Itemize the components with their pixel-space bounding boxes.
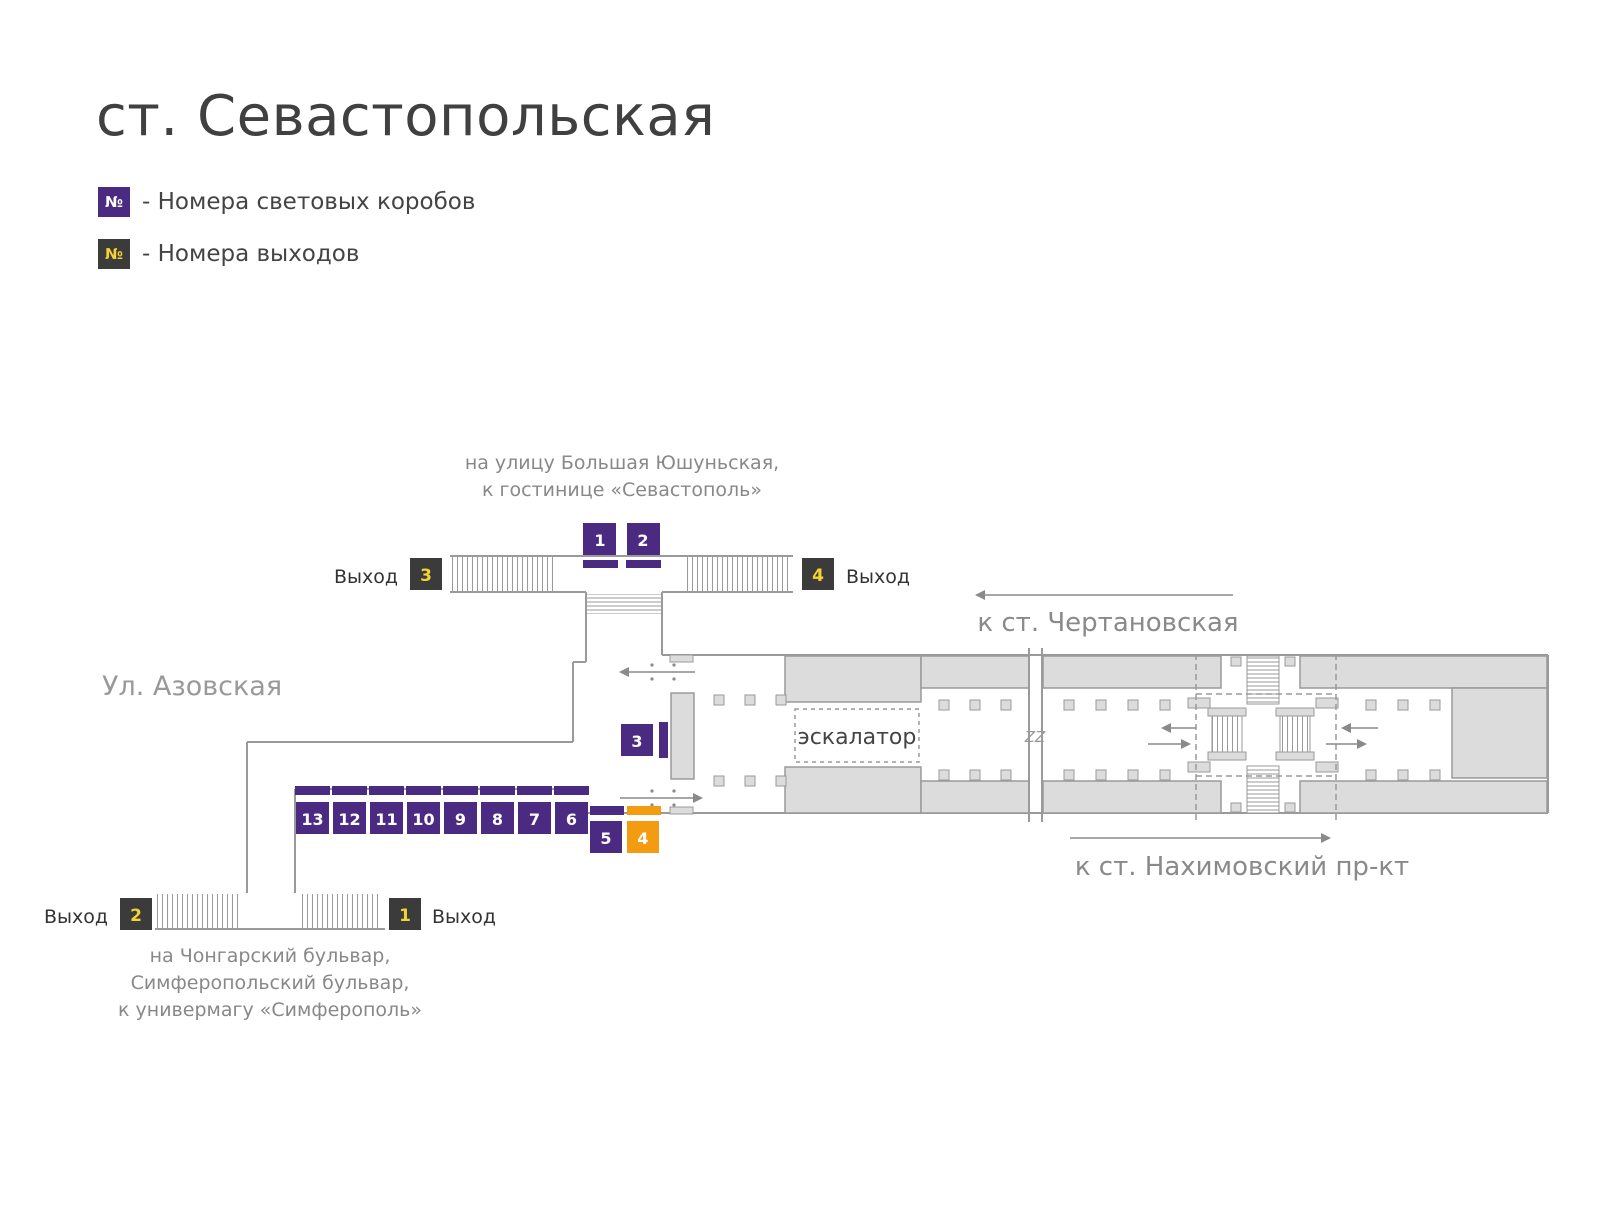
lightbox-bottom-number: 11 xyxy=(375,810,397,829)
lightbox-bottom-number: 12 xyxy=(338,810,360,829)
exit-1-number: 1 xyxy=(399,906,411,926)
lightbox-bottom-number: 10 xyxy=(412,810,434,829)
lightbox-lower-4-highlighted[interactable]: 4 xyxy=(627,806,661,853)
gap-mark: ZZ xyxy=(1024,728,1046,746)
bottom-destination-line2: Симферопольский бульвар, xyxy=(131,972,410,994)
platform-hall xyxy=(586,648,1549,822)
lightbox-top-2[interactable]: 2 xyxy=(626,523,661,568)
flow-dots xyxy=(650,663,676,807)
stairs-exit-3 xyxy=(452,557,557,591)
lightbox-bottom-row: 13 12 11 10 9 8 7 6 xyxy=(295,786,589,834)
direction-top-label: к ст. Чертановская xyxy=(977,608,1238,638)
lightbox-top-1-number: 1 xyxy=(594,531,605,550)
lightbox-lower-4-number: 4 xyxy=(637,829,648,848)
lightbox-bottom-number: 6 xyxy=(566,810,577,829)
legend-lightbox: № - Номера световых коробов xyxy=(98,187,475,217)
exit-4-label: Выход xyxy=(846,566,910,588)
passage xyxy=(155,661,586,930)
stairs-exit-2 xyxy=(157,894,242,928)
escalator-label: эскалатор xyxy=(798,725,917,750)
lightbox-middle-3-number: 3 xyxy=(631,732,642,751)
lightbox-bottom-11[interactable]: 11 xyxy=(369,786,404,834)
exit-legend-icon: № xyxy=(98,239,130,269)
lightbox-bottom-10[interactable]: 10 xyxy=(406,786,441,834)
stairs-top-down xyxy=(587,594,661,614)
stairs-exit-1 xyxy=(300,894,382,928)
lightbox-bottom-number: 7 xyxy=(529,810,540,829)
exit-1[interactable]: 1 Выход xyxy=(389,898,496,930)
lightbox-bottom-6[interactable]: 6 xyxy=(554,786,589,834)
exit-3[interactable]: Выход 3 xyxy=(334,558,442,590)
stairs-exit-4 xyxy=(684,557,791,591)
exit-3-number: 3 xyxy=(420,566,432,586)
exit-1-badge xyxy=(389,898,421,930)
lightbox-middle-3[interactable]: 3 xyxy=(621,722,668,758)
lightbox-bottom-number: 8 xyxy=(492,810,503,829)
lightbox-bottom-number: 9 xyxy=(455,810,466,829)
lightbox-top-1[interactable]: 1 xyxy=(583,523,618,568)
bottom-destination-line3: к универмагу «Симферополь» xyxy=(118,999,422,1021)
lightbox-bottom-number: 13 xyxy=(301,810,323,829)
top-destination-line1: на улицу Большая Юшуньская, xyxy=(465,452,779,474)
exit-2-label: Выход xyxy=(44,906,108,928)
exit-2[interactable]: Выход 2 xyxy=(44,898,152,930)
platform-columns xyxy=(713,694,1441,787)
exit-4-number: 4 xyxy=(812,566,824,586)
top-destination-line2: к гостинице «Севастополь» xyxy=(482,479,762,501)
lightbox-bottom-12[interactable]: 12 xyxy=(332,786,367,834)
exit-legend-label: - Номера выходов xyxy=(142,241,360,267)
lightbox-lower-5-number: 5 xyxy=(600,829,611,848)
lightbox-legend-icon: № xyxy=(98,187,130,217)
direction-bottom-label: к ст. Нахимовский пр-кт xyxy=(1075,852,1409,882)
lightbox-bottom-9[interactable]: 9 xyxy=(443,786,478,834)
exit-2-badge xyxy=(120,898,152,930)
exit-2-number: 2 xyxy=(130,906,142,926)
page-title: ст. Севастопольская xyxy=(96,84,716,149)
exit-3-badge xyxy=(410,558,442,590)
lightbox-lower-5[interactable]: 5 xyxy=(590,806,624,853)
bottom-destination-line1: на Чонгарский бульвар, xyxy=(150,945,391,967)
lightbox-legend-label: - Номера световых коробов xyxy=(142,189,476,215)
exit-3-label: Выход xyxy=(334,566,398,588)
lightbox-bottom-13[interactable]: 13 xyxy=(295,786,330,834)
legend-exit: № - Номера выходов xyxy=(98,239,359,269)
street-label: Ул. Азовская xyxy=(102,671,282,702)
lightbox-bottom-7[interactable]: 7 xyxy=(517,786,552,834)
lightbox-top-2-number: 2 xyxy=(637,531,648,550)
top-concourse xyxy=(450,555,793,662)
exit-1-label: Выход xyxy=(432,906,496,928)
exit-4[interactable]: 4 Выход xyxy=(802,558,910,590)
lightbox-bottom-8[interactable]: 8 xyxy=(480,786,515,834)
flow-arrows xyxy=(619,590,1378,843)
exit-4-badge xyxy=(802,558,834,590)
